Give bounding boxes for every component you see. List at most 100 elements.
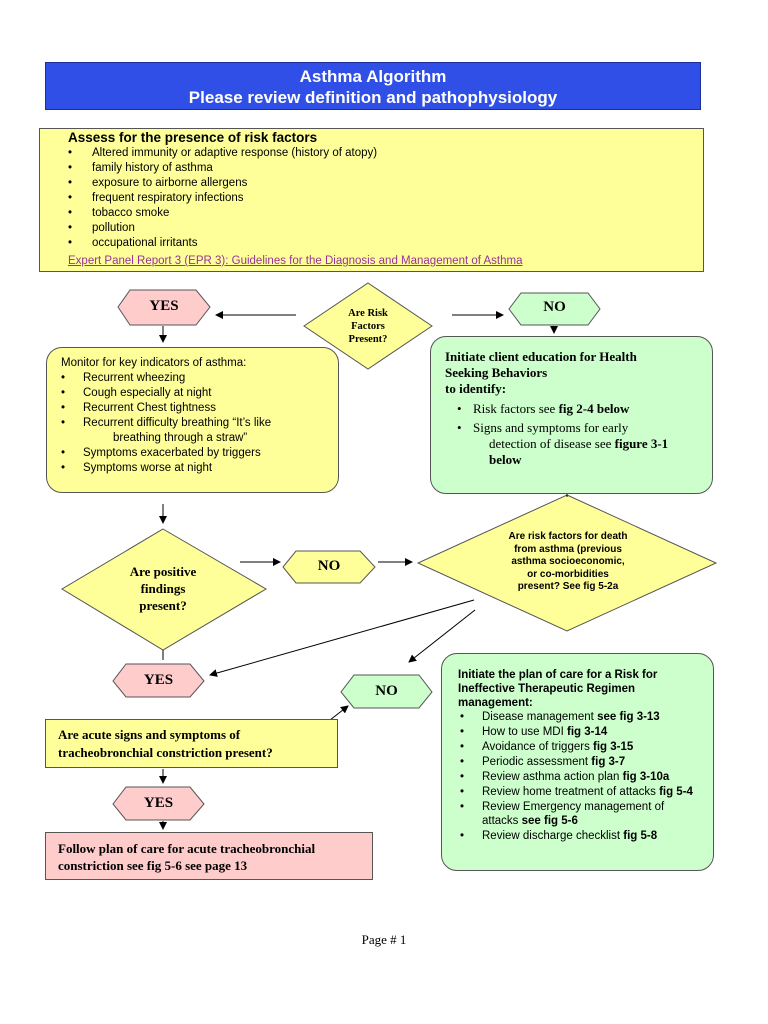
list-item: frequent respiratory infections bbox=[68, 191, 703, 206]
arrow-acute-to-no bbox=[329, 705, 349, 721]
decision-positive-line: present? bbox=[139, 598, 187, 613]
no-label-2: NO bbox=[317, 558, 341, 574]
yes-label-1: YES bbox=[149, 298, 179, 314]
monitor-continuation: breathing through a straw” bbox=[113, 432, 248, 444]
education-item-text: detection of disease see bbox=[489, 436, 615, 451]
plan-item-text: Disease management bbox=[482, 711, 598, 723]
education-heading-2: Seeking Behaviors bbox=[445, 365, 548, 380]
education-list: Risk factors see fig 2-4 below Signs and… bbox=[445, 401, 704, 468]
follow-plan-line: Follow plan of care for acute tracheobro… bbox=[58, 841, 316, 856]
plan-heading: Initiate the plan of care for a Risk for… bbox=[458, 669, 658, 709]
list-item: Cough especially at night bbox=[61, 386, 338, 401]
risk-factors-list: Altered immunity or adaptive response (h… bbox=[68, 146, 703, 251]
no-hexagon-2 bbox=[282, 550, 376, 584]
follow-plan-box: Follow plan of care for acute tracheobro… bbox=[45, 832, 373, 880]
title-line-2: Please review definition and pathophysio… bbox=[188, 88, 558, 107]
decision-positive-line: Are positive bbox=[129, 564, 197, 579]
plan-item-fig: see fig 3-13 bbox=[597, 711, 660, 723]
plan-item-fig: fig 5-4 bbox=[659, 786, 693, 798]
plan-item-fig: fig 3-14 bbox=[567, 726, 608, 738]
list-item: Signs and symptoms for early detection o… bbox=[445, 420, 704, 468]
list-item: Risk factors see fig 2-4 below bbox=[445, 401, 704, 417]
yes-hexagon-3 bbox=[112, 786, 205, 821]
list-item: Recurrent Chest tightness bbox=[61, 401, 338, 416]
risk-factors-box: Assess for the presence of risk factors … bbox=[39, 128, 704, 272]
list-item: occupational irritants bbox=[68, 236, 703, 251]
education-heading-1: Initiate client education for Health bbox=[445, 349, 637, 364]
plan-item-fig: fig 3-7 bbox=[591, 756, 626, 768]
decision-risk-diamond bbox=[303, 282, 433, 370]
education-item-fig: below bbox=[489, 452, 522, 467]
plan-item-text: Review asthma action plan bbox=[482, 771, 623, 783]
decision-death-line: or co-morbidities bbox=[527, 568, 609, 580]
education-box: Initiate client education for Health See… bbox=[430, 336, 713, 494]
yes-hexagon-1 bbox=[117, 289, 211, 326]
arrow-death-to-yes bbox=[209, 599, 475, 677]
plan-item-text: Review discharge checklist bbox=[482, 830, 624, 842]
monitor-indicators-box: Monitor for key indicators of asthma: Re… bbox=[46, 347, 339, 493]
acute-signs-line: Are acute signs and symptoms of bbox=[58, 727, 241, 742]
decision-death-diamond bbox=[416, 494, 718, 632]
decision-death-line: present? See fig 5-2a bbox=[517, 581, 619, 592]
list-item: Review Emergency management of attacks s… bbox=[458, 800, 703, 828]
risk-factors-heading: Assess for the presence of risk factors bbox=[68, 130, 318, 145]
follow-plan-line: constriction see fig 5-6 see page 13 bbox=[58, 858, 248, 873]
decision-death-line: asthma socioeconomic, bbox=[511, 556, 625, 567]
decision-death-label: Are risk factors for death from asthma (… bbox=[468, 531, 668, 594]
list-item: Review discharge checklist fig 5-8 bbox=[458, 829, 703, 843]
decision-risk-line: Are Risk bbox=[348, 308, 388, 319]
list-item: Symptoms exacerbated by triggers bbox=[61, 446, 338, 461]
plan-item-text: How to use MDI bbox=[482, 726, 567, 738]
no-label-1: NO bbox=[543, 299, 566, 315]
arrow-death-to-plan bbox=[408, 609, 476, 663]
title-line-1: Asthma Algorithm bbox=[299, 67, 447, 86]
list-item: Review asthma action plan fig 3-10a bbox=[458, 770, 703, 784]
list-item: Recurrent wheezing bbox=[61, 371, 338, 386]
decision-positive-label: Are positive findings present? bbox=[103, 563, 223, 614]
monitor-list: Recurrent wheezing Cough especially at n… bbox=[61, 371, 338, 431]
no-label-3: NO bbox=[375, 683, 398, 699]
plan-item-fig: fig 3-15 bbox=[593, 741, 634, 753]
list-item: tobacco smoke bbox=[68, 206, 703, 221]
list-item: Avoidance of triggers fig 3-15 bbox=[458, 740, 703, 754]
education-item-text: Signs and symptoms for early bbox=[473, 420, 629, 435]
acute-signs-box: Are acute signs and symptoms of tracheob… bbox=[45, 719, 338, 768]
page-number: Page # 1 bbox=[361, 932, 407, 947]
plan-item-text: Periodic assessment bbox=[482, 756, 592, 768]
plan-item-text: Review Emergency management of attacks bbox=[482, 801, 665, 827]
decision-risk-label: Are Risk Factors Present? bbox=[330, 307, 406, 346]
list-item: Periodic assessment fig 3-7 bbox=[458, 755, 703, 769]
plan-item-fig: fig 5-8 bbox=[623, 830, 658, 842]
plan-of-care-box: Initiate the plan of care for a Risk for… bbox=[441, 653, 714, 871]
decision-risk-line: Present? bbox=[348, 334, 388, 345]
education-heading-3: to identify: bbox=[445, 381, 507, 396]
yes-label-2: YES bbox=[143, 672, 174, 688]
plan-item-fig: fig 3-10a bbox=[622, 771, 670, 783]
list-item: pollution bbox=[68, 221, 703, 236]
education-item-text: Risk factors see bbox=[473, 401, 559, 416]
plan-item-fig: see fig 5-6 bbox=[521, 815, 578, 827]
education-item-fig: fig 2-4 below bbox=[558, 401, 630, 416]
plan-list: Disease management see fig 3-13 How to u… bbox=[458, 710, 703, 843]
decision-positive-line: findings bbox=[140, 581, 186, 596]
page-title-banner: Asthma Algorithm Please review definitio… bbox=[45, 62, 701, 110]
list-item: exposure to airborne allergens bbox=[68, 176, 703, 191]
yes-label-3: YES bbox=[143, 795, 174, 811]
education-item-fig: figure 3-1 bbox=[614, 436, 669, 451]
monitor-heading: Monitor for key indicators of asthma: bbox=[61, 357, 247, 369]
list-item: Review home treatment of attacks fig 5-4 bbox=[458, 785, 703, 799]
list-item: Disease management see fig 3-13 bbox=[458, 710, 703, 724]
decision-death-line: Are risk factors for death bbox=[508, 531, 628, 542]
plan-item-text: Review home treatment of attacks bbox=[482, 786, 660, 798]
plan-item-text: Avoidance of triggers bbox=[482, 741, 594, 753]
list-item: family history of asthma bbox=[68, 161, 703, 176]
decision-death-line: from asthma (previous bbox=[514, 543, 622, 555]
monitor-list-2: Symptoms exacerbated by triggers Symptom… bbox=[61, 446, 338, 476]
yes-hexagon-2 bbox=[112, 663, 205, 698]
acute-signs-line: tracheobronchial constriction present? bbox=[58, 745, 273, 760]
epr3-guidelines-link[interactable]: Expert Panel Report 3 (EPR 3): Guideline… bbox=[68, 255, 523, 267]
decision-risk-line: Factors bbox=[351, 321, 385, 332]
list-item: Recurrent difficulty breathing “It’s lik… bbox=[61, 416, 338, 431]
list-item: Symptoms worse at night bbox=[61, 461, 338, 476]
